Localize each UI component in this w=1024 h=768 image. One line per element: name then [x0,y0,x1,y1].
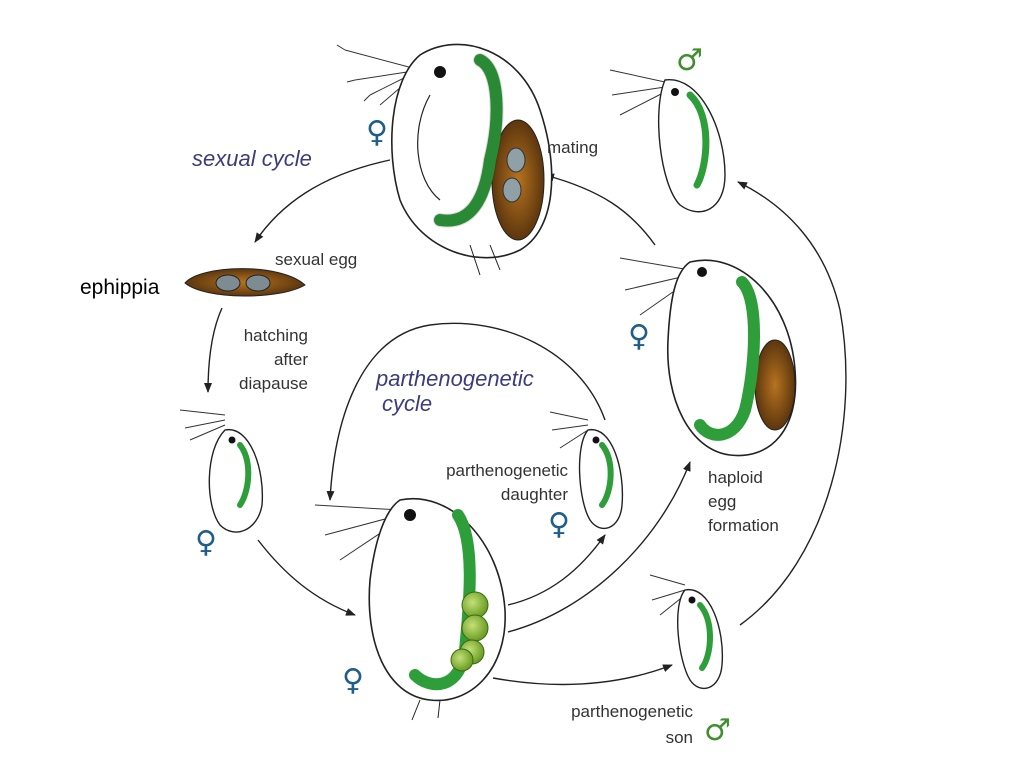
hatching-label-line3: diapause [238,374,308,393]
female-symbol-icon: ♀ [342,663,364,698]
female-symbol-icon: ♀ [366,115,388,150]
daughter-label-line2: daughter [500,485,568,504]
arrow-female-to-haploid [507,461,691,633]
haploid-female-daphnia [619,257,797,457]
arrow-sexual-female-to-egg [254,159,391,243]
hatching-label-line1: hatching [243,326,308,345]
sexual-female-daphnia [336,43,553,276]
son-label-line2: son [665,728,693,747]
sexual-egg-label: sexual egg [275,250,358,269]
sexual-cycle-title: sexual cycle [192,146,312,171]
cycle-arrows [204,159,847,686]
arrow-female-to-son [492,664,673,686]
daughter-daphnia [549,411,624,530]
male-daphnia [609,69,726,213]
daughter-label-line1: parthenogenetic [446,461,568,480]
arrow-female-to-daughter [507,534,606,606]
parthenogenetic-cycle-title-line2: cycle [382,391,433,416]
male-symbol-icon: ♂ [676,43,703,78]
son-label-line1: parthenogenetic [571,702,693,721]
haploid-label-line1: haploid [708,468,763,487]
son-daphnia [649,574,724,690]
arrow-haploid-to-mating [544,173,656,246]
arrow-egg-to-hatchling [204,307,223,393]
ephippium [184,268,306,297]
arrow-partheno-cycle-loop [326,322,606,501]
parthenogenetic-female-daphnia [314,497,506,721]
ephippia-label: ephippia [80,276,160,299]
haploid-label-line3: formation [708,516,779,535]
mating-label: mating [547,138,599,157]
arrow-son-to-male [737,181,847,626]
haploid-label-line2: egg [708,492,737,511]
female-symbol-icon: ♀ [628,319,650,354]
parthenogenetic-cycle-title-line1: parthenogenetic [376,366,534,391]
hatching-label-line2: after [273,350,308,369]
hatchling-daphnia [179,409,264,533]
female-symbol-icon: ♀ [195,525,217,560]
arrow-hatchling-to-partheno-female [257,539,356,616]
female-symbol-icon: ♀ [548,507,570,542]
male-symbol-icon: ♂ [704,713,731,748]
